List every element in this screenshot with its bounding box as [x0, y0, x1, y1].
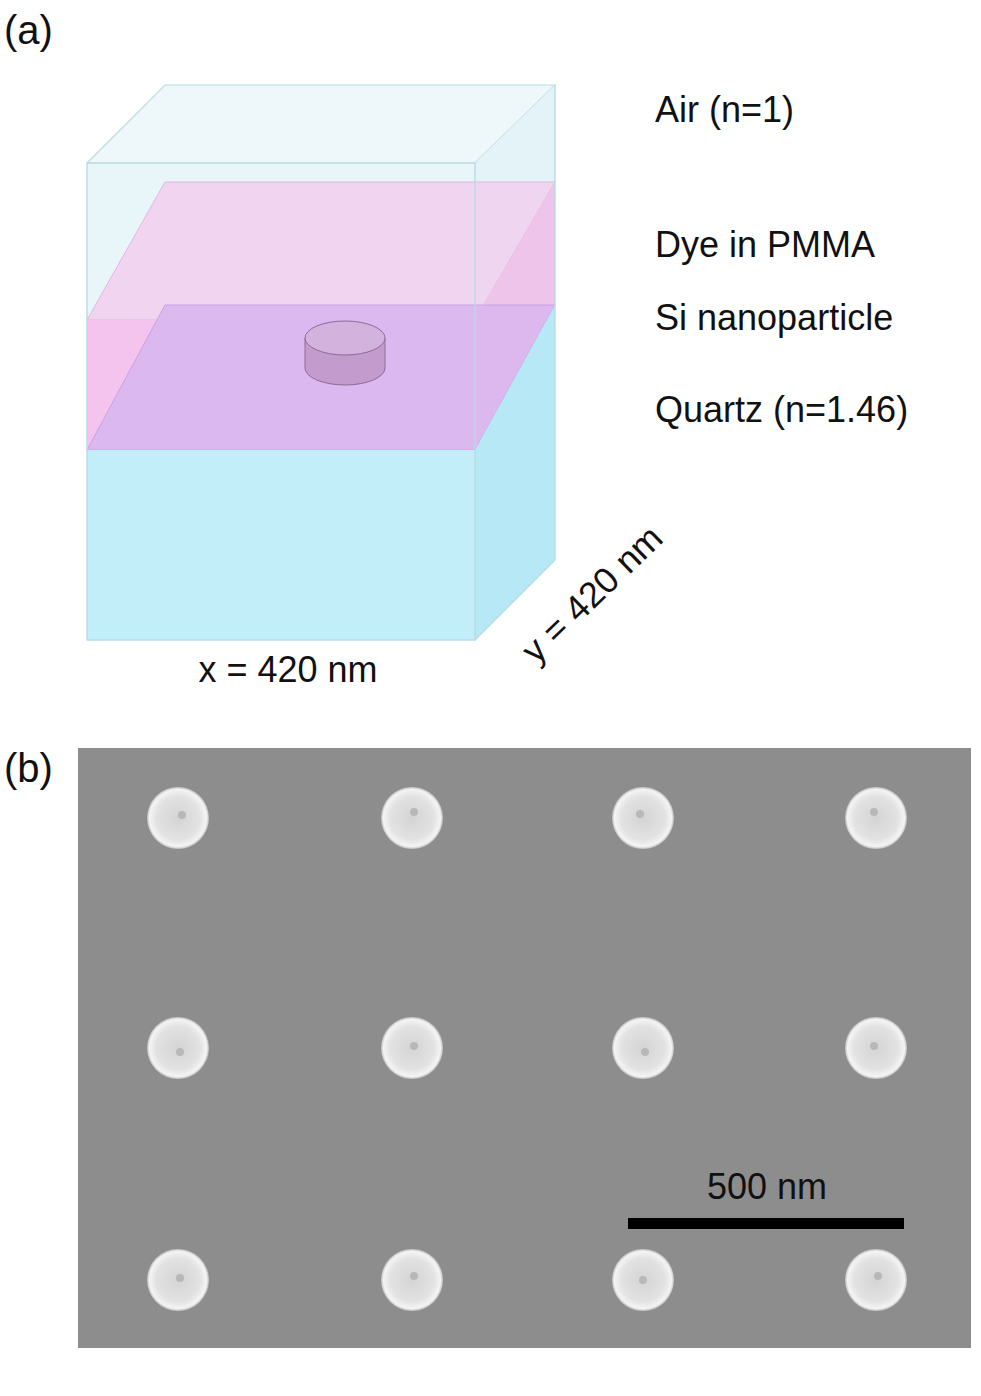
sem-background	[78, 748, 971, 1348]
nanodisk	[147, 1017, 209, 1079]
disk-defects	[176, 808, 882, 1284]
nanoparticle-top	[305, 321, 385, 355]
panel-label: (b)	[4, 746, 53, 790]
defect-spot	[874, 1272, 882, 1280]
panel-label: (a)	[4, 8, 53, 52]
layer-label: Air (n=1)	[655, 90, 794, 130]
nanodisk	[612, 787, 674, 849]
scale-bar	[628, 1218, 904, 1229]
dimension-label: x = 420 nm	[198, 650, 377, 690]
nanodisk	[612, 1017, 674, 1079]
quartz-front	[87, 450, 475, 640]
defect-spot	[410, 1272, 418, 1280]
defect-spot	[639, 1276, 647, 1284]
layer-label: Quartz (n=1.46)	[655, 390, 908, 430]
defect-spot	[641, 1048, 649, 1056]
nanodisk	[381, 1017, 443, 1079]
nanodisk-array	[147, 787, 907, 1311]
defect-spot	[178, 811, 186, 819]
nanodisk	[147, 1249, 209, 1311]
nanodisk	[381, 787, 443, 849]
scale-label: 500 nm	[707, 1167, 827, 1207]
defect-spot	[410, 1042, 418, 1050]
defect-spot	[870, 1042, 878, 1050]
box-edge	[87, 163, 475, 640]
air-top-face	[87, 85, 555, 163]
layer-label: Si nanoparticle	[655, 298, 893, 338]
defect-spot	[410, 808, 418, 816]
nanodisk	[845, 1017, 907, 1079]
nanodisk	[612, 1249, 674, 1311]
defect-spot	[176, 1274, 184, 1282]
layer-box	[87, 85, 555, 640]
nanodisk	[845, 1249, 907, 1311]
defect-spot	[176, 1048, 184, 1056]
defect-spot	[870, 808, 878, 816]
sem-image	[78, 748, 971, 1348]
quartz-top-plane	[87, 305, 555, 450]
layer-label: Dye in PMMA	[655, 225, 875, 265]
quartz-side	[475, 305, 555, 640]
nanodisk	[381, 1249, 443, 1311]
pmma-plane	[87, 182, 555, 320]
nanodisk	[147, 787, 209, 849]
box-edge	[475, 85, 555, 640]
nanodisk	[845, 787, 907, 849]
defect-spot	[636, 810, 644, 818]
